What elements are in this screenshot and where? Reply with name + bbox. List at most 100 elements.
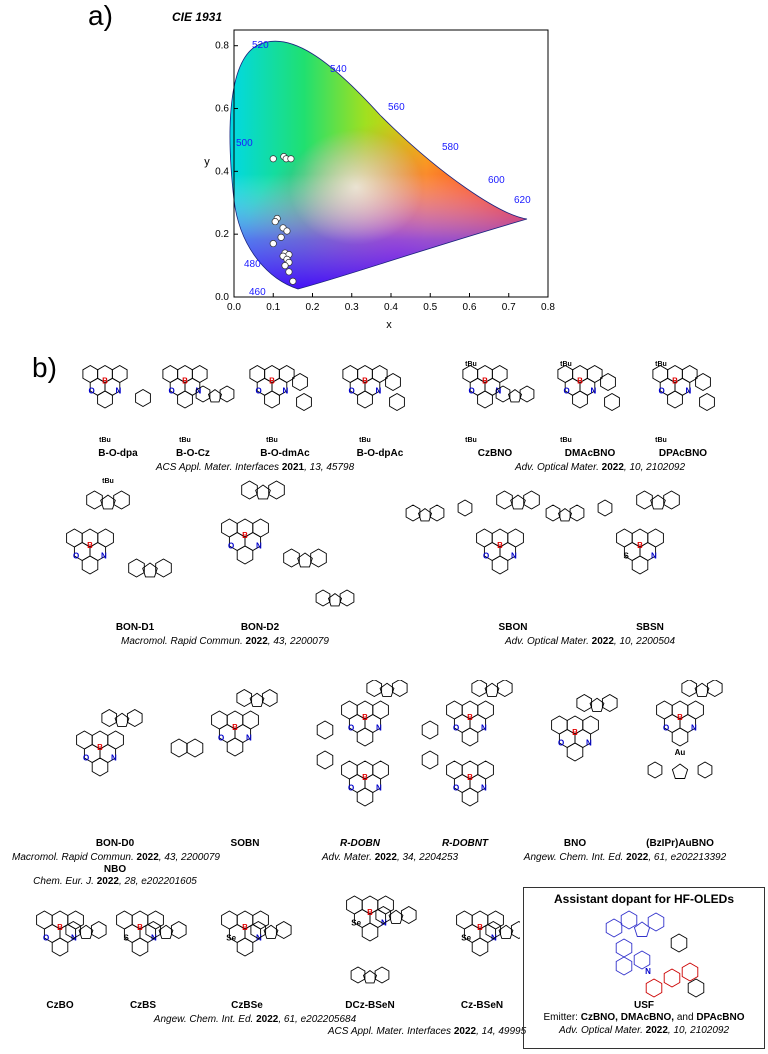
atom-tbu: tBu [560,437,572,444]
ring [601,693,618,713]
ring [663,490,680,510]
ref-row4-2: ACS Appl. Mater. Interfaces 2022, 14, 49… [327,1026,527,1037]
ring [236,937,254,957]
ring [385,372,401,392]
atom-oxygen: O [468,387,474,396]
ring [477,390,493,409]
box-title: Assistant dopant for HF-OLEDs [553,892,734,906]
ring [485,920,502,940]
atom-oxygen: O [348,387,354,396]
cie-point [269,240,277,248]
y-axis-label: y [204,156,210,168]
ring [647,761,663,779]
atom-nitrogen: N [283,387,289,396]
ref-row2-right: Adv. Optical Mater. 2022, 10, 2200504 [504,636,676,647]
ring [496,490,513,510]
ref-bon-d0: Macromol. Rapid Commun. 2022, 43, 220007… [12,852,220,863]
atom-nitrogen: N [376,387,382,396]
ring [158,924,174,939]
label-nbo: NBO [103,864,127,875]
x-tick-label: 0.8 [541,302,555,313]
ring [361,922,379,942]
label-sobn: SOBN [230,838,260,849]
atom-nitrogen: N [101,552,107,561]
atom-boron: B [677,713,683,722]
x-tick-label: 0.4 [384,302,398,313]
ring [391,680,408,698]
atom-oxygen: O [228,542,234,551]
ring [101,708,118,728]
ring [388,909,404,924]
atom-boron: B [572,728,578,737]
ring [604,392,620,412]
label-bon-d2: BON-D2 [240,622,280,633]
ring [650,494,666,510]
atom-sulfur: S [623,552,629,561]
ring [461,787,479,807]
atom-boron: B [477,923,483,932]
atom-oxygen: O [218,734,224,743]
label-b-o-dpac: B-O-dpAc [356,448,404,459]
ring [316,750,334,770]
ring [645,978,663,998]
label-czbo: CzBO [46,1000,74,1011]
ring [671,763,689,779]
ring [589,697,605,712]
ring [236,545,254,565]
ring [128,558,145,578]
ring [663,968,681,988]
ring [545,504,561,522]
ring [620,910,638,930]
ring [283,548,300,568]
ref-row1-right: Adv. Optical Mater. 2022, 10, 2102092 [514,462,686,473]
axis-ticks [233,45,549,298]
ring [699,392,715,412]
ring [81,555,99,575]
label-czbno: CzBNO [477,448,513,459]
label-usf: USF [634,1000,654,1011]
atom-tbu: tBu [465,361,477,368]
x-tick-label: 0.6 [463,302,477,313]
atom-boron: B [362,376,368,385]
ring [268,480,285,500]
ring [366,680,383,698]
atom-boron: B [367,908,373,917]
x-tick-label: 0.3 [345,302,359,313]
ring [114,712,130,727]
ring [362,970,378,984]
ring [135,388,151,408]
label-r-dobn: R-DOBN [340,838,380,849]
ring [615,938,633,958]
atom-nitrogen: N [691,724,697,733]
cie-point [281,262,289,270]
atom-tbu: tBu [179,437,191,444]
ring [145,920,162,940]
ring [695,372,711,392]
panel-a: a) CIE 1931 [0,0,768,330]
label-dmacbno: DMAcBNO [564,448,616,459]
x-axis-label: x [386,319,392,330]
label-bno: BNO [563,838,587,849]
panel-b-letter: b) [32,352,57,383]
atom-tbu: tBu [465,437,477,444]
ref-nbo: Chem. Eur. J. 2022, 28, e202201605 [33,876,197,887]
ref-bno: Angew. Chem. Int. Ed. 2022, 61, e2022133… [523,852,727,863]
ring [275,920,292,940]
ring [457,499,473,517]
wavelength-label-520: 520 [252,40,269,51]
ring [495,385,511,403]
ring [697,761,713,779]
ring [597,499,613,517]
atom-selenium: Se [461,934,471,943]
